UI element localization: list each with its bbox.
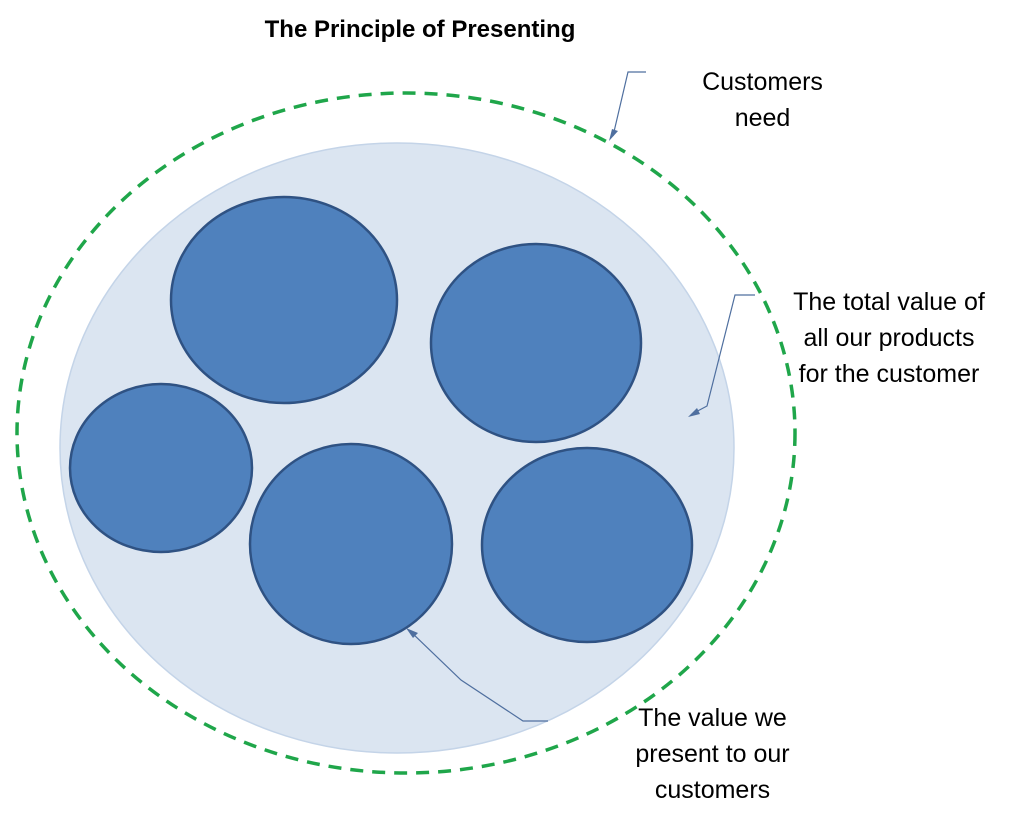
label-line: all our products [803, 324, 975, 352]
label-customers-need: Customers need [660, 64, 865, 136]
callout-line-total-value [691, 294, 755, 415]
product-circle-top-left [169, 195, 399, 405]
label-line: Customers [702, 68, 823, 96]
customers-need-ring [15, 91, 797, 775]
callout-arrow-value-present [406, 628, 418, 638]
label-line: for the customer [798, 360, 980, 388]
callout-arrow-total-value [688, 408, 700, 417]
product-circle-top-right [429, 242, 643, 444]
label-line: The value we [638, 704, 787, 732]
product-circle-bottom-right [480, 446, 694, 644]
label-line: present to our [635, 740, 790, 768]
label-total-value: The total value of all our products for … [778, 284, 1000, 392]
diagram-title: The Principle of Presenting [264, 16, 576, 43]
callout-arrow-customers-need [609, 129, 618, 141]
label-value-present: The value we present to our customers [610, 700, 815, 808]
label-line: need [734, 104, 791, 132]
callout-line-customers-need [612, 71, 646, 137]
label-line: customers [654, 776, 771, 804]
label-line: The total value of [793, 288, 985, 316]
product-circle-bottom-center [248, 442, 454, 646]
callout-line-value-present [410, 631, 548, 722]
product-circle-left [68, 382, 254, 554]
